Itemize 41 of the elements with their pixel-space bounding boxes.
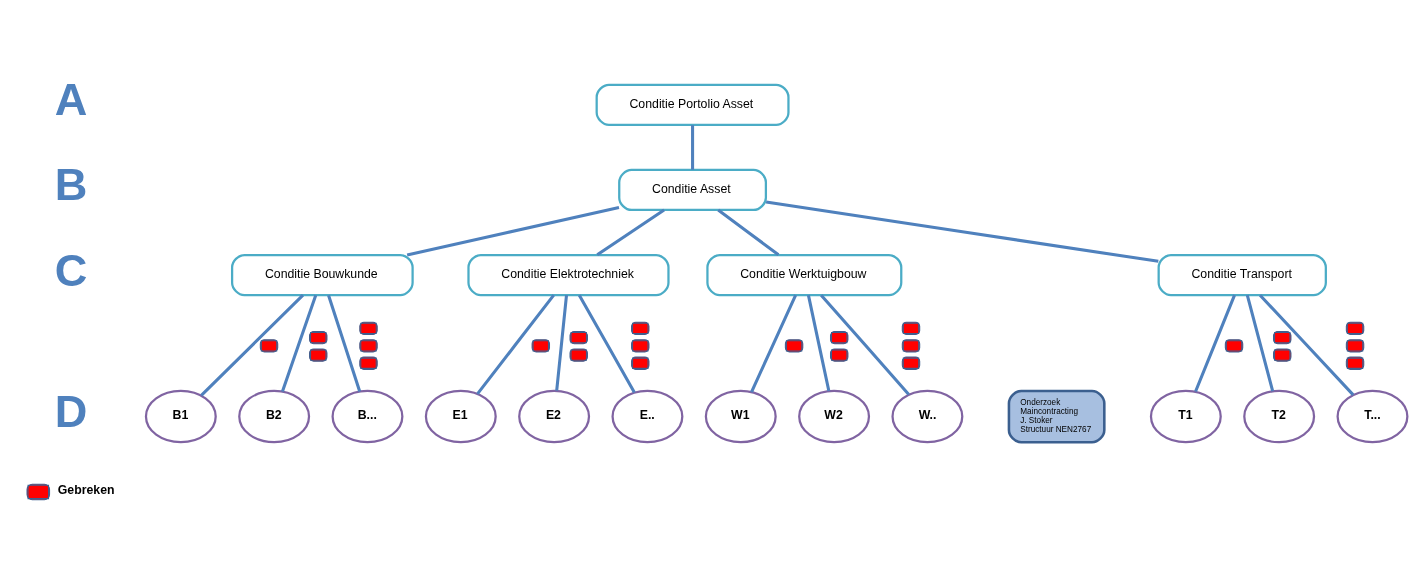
connector (765, 200, 1159, 263)
node-ellipse: W.. (891, 389, 964, 443)
node-ellipse: W1 (704, 389, 777, 443)
connector (555, 294, 569, 391)
label: A (54, 73, 88, 125)
connector (806, 294, 831, 391)
node-ellipse: T... (1336, 389, 1409, 443)
node-ellipse: B... (331, 389, 404, 443)
connector (327, 294, 362, 392)
connector (820, 293, 910, 395)
label: C (54, 244, 88, 296)
connector (717, 208, 780, 256)
connector (1258, 293, 1355, 396)
node-box: Conditie Bouwkunde (231, 253, 414, 296)
label: D (54, 385, 88, 437)
node-ellipse: W2 (798, 389, 871, 443)
connector (476, 293, 555, 395)
node-ellipse: B1 (144, 389, 217, 443)
connector (406, 205, 620, 256)
node-box: Conditie Elektrotechniek (467, 253, 670, 296)
connector (750, 294, 798, 393)
connector (596, 208, 665, 256)
node-ellipse: T2 (1243, 389, 1316, 443)
node-ellipse: E2 (518, 389, 591, 443)
connector (1194, 294, 1236, 392)
node-ellipse: E1 (424, 389, 497, 443)
node-box: Conditie Werktuigbouw (706, 253, 903, 296)
node-ellipse: B2 (238, 389, 311, 443)
connector (577, 293, 636, 393)
label: B (54, 158, 88, 210)
connector (691, 124, 695, 170)
connector (1245, 294, 1275, 391)
node-box: Conditie Asset (618, 168, 767, 211)
node-box: Conditie Transport (1157, 253, 1327, 296)
connector (200, 293, 305, 396)
legend-label: Gebreken (57, 482, 115, 497)
node-box: Onderzoek Maincontracting J. Stoker Structuur NEN2767 (1007, 389, 1106, 443)
node-ellipse: T1 (1149, 389, 1222, 443)
node-ellipse: E.. (611, 389, 684, 443)
connector (281, 294, 318, 392)
node-box: Conditie Portolio Asset (595, 83, 790, 126)
